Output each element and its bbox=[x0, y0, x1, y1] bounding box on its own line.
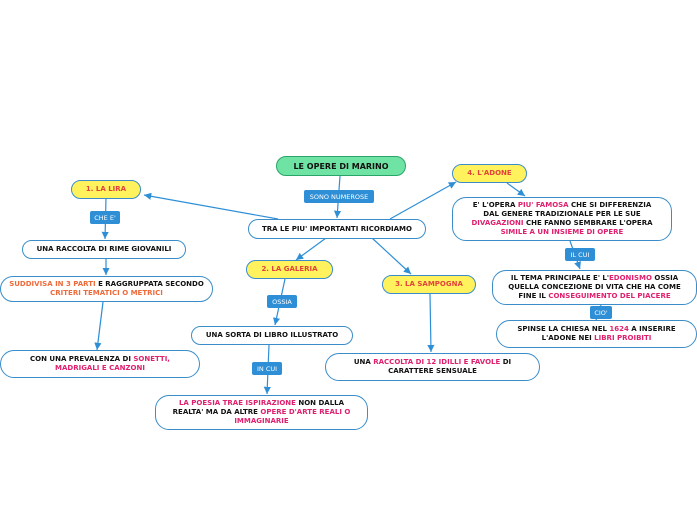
hub-node[interactable]: TRA LE PIU' IMPORTANTI RICORDIAMO bbox=[248, 219, 426, 239]
node-la-galeria[interactable]: 2. LA GALERIA bbox=[246, 260, 333, 279]
lira-prevalenza-text: CON UNA PREVALENZA DI SONETTI, MADRIGALI… bbox=[9, 355, 191, 373]
galeria-poesia-p3: OPERE D'ARTE REALI O IMMAGINARIE bbox=[234, 408, 351, 425]
lira-suddivisa-p2: E RAGGRUPPATA SECONDO bbox=[95, 280, 204, 288]
adone-opera-p6: SIMILE A UN INSIEME DI OPERE bbox=[500, 228, 624, 236]
sampogna-raccolta-p3: DI CARATTERE SENSUALE bbox=[388, 358, 512, 375]
sampogna-raccolta-text: UNA RACCOLTA DI 12 IDILLI E FAVOLE DI CA… bbox=[334, 358, 531, 376]
adone-title-text: 4. L'ADONE bbox=[467, 169, 512, 177]
galeria-title-text: 2. LA GALERIA bbox=[261, 265, 318, 273]
adone-chiesa-p2: 1624 bbox=[609, 325, 629, 333]
galeria-poesia-text: LA POESIA TRAE ISPIRAZIONE NON DALLA REA… bbox=[164, 399, 359, 426]
node-l-adone[interactable]: 4. L'ADONE bbox=[452, 164, 527, 183]
lira-prevalenza-p2: SONETTI, MADRIGALI E CANZONI bbox=[55, 355, 170, 372]
sampogna-title-text: 3. LA SAMPOGNA bbox=[395, 280, 463, 288]
link-hub-adone bbox=[389, 181, 457, 220]
adone-tema-p2: EDONISMO bbox=[609, 274, 652, 282]
adone-opera-text: E' L'OPERA PIU' FAMOSA CHE SI DIFFERENZI… bbox=[467, 201, 657, 237]
node-lira-raccolta[interactable]: UNA RACCOLTA DI RIME GIOVANILI bbox=[22, 240, 186, 259]
galeria-libro-text: UNA SORTA DI LIBRO ILLUSTRATO bbox=[205, 331, 339, 339]
node-galeria-poesia[interactable]: LA POESIA TRAE ISPIRAZIONE NON DALLA REA… bbox=[155, 395, 368, 430]
link-sampogna-raccolta bbox=[427, 293, 435, 353]
tag-che-e: CHE E' bbox=[90, 211, 120, 224]
tag-sono-numerose: SONO NUMEROSE bbox=[304, 190, 374, 203]
lira-suddivisa-p3: CRITERI TEMATICI O METRICI bbox=[50, 289, 163, 297]
node-adone-tema[interactable]: IL TEMA PRINCIPALE E' L'EDONISMO OSSIA Q… bbox=[492, 270, 697, 305]
node-la-lira[interactable]: 1. LA LIRA bbox=[71, 180, 141, 199]
node-galeria-libro[interactable]: UNA SORTA DI LIBRO ILLUSTRATO bbox=[191, 326, 353, 345]
sampogna-raccolta-p2: RACCOLTA DI 12 IDILLI E FAVOLE bbox=[373, 358, 501, 366]
tag-il-cui: IL CUI bbox=[565, 248, 595, 261]
lira-suddivisa-p1: SUDDIVISA IN 3 PARTI bbox=[9, 280, 96, 288]
tag-cio: CIO' bbox=[590, 306, 612, 319]
root-node-title[interactable]: LE OPERE DI MARINO bbox=[276, 156, 406, 176]
node-sampogna-raccolta[interactable]: UNA RACCOLTA DI 12 IDILLI E FAVOLE DI CA… bbox=[325, 353, 540, 381]
adone-chiesa-p1: SPINSE LA CHIESA NEL bbox=[517, 325, 610, 333]
root-title-text: LE OPERE DI MARINO bbox=[293, 161, 389, 171]
sampogna-raccolta-p1: UNA bbox=[353, 358, 374, 366]
node-lira-suddivisa[interactable]: SUDDIVISA IN 3 PARTI E RAGGRUPPATA SECON… bbox=[0, 276, 213, 302]
adone-tema-p1: IL TEMA PRINCIPALE E' L' bbox=[510, 274, 609, 282]
adone-opera-p2: PIU' FAMOSA bbox=[517, 201, 569, 209]
adone-chiesa-text: SPINSE LA CHIESA NEL 1624 A INSERIRE L'A… bbox=[507, 325, 686, 343]
lira-prevalenza-p1: CON UNA PREVALENZA DI bbox=[30, 355, 134, 363]
link-hub-sampogna bbox=[371, 237, 412, 275]
galeria-poesia-p2: NON DALLA REALTA' MA DA ALTRE bbox=[172, 399, 345, 416]
adone-tema-text: IL TEMA PRINCIPALE E' L'EDONISMO OSSIA Q… bbox=[503, 274, 686, 301]
link-hub-galeria bbox=[295, 237, 327, 261]
lira-title-text: 1. LA LIRA bbox=[85, 185, 127, 193]
link-suddivisa-prevalenza bbox=[94, 301, 104, 351]
tag-in-cui: IN CUI bbox=[252, 362, 282, 375]
hub-text: TRA LE PIU' IMPORTANTI RICORDIAMO bbox=[262, 224, 412, 233]
galeria-poesia-p1: LA POESIA TRAE ISPIRAZIONE bbox=[178, 399, 296, 407]
link-hub-lira bbox=[143, 192, 279, 220]
adone-chiesa-p4: LIBRI PROIBITI bbox=[594, 334, 652, 342]
link-adone-opera bbox=[506, 182, 526, 197]
node-lira-prevalenza[interactable]: CON UNA PREVALENZA DI SONETTI, MADRIGALI… bbox=[0, 350, 200, 378]
node-adone-chiesa[interactable]: SPINSE LA CHIESA NEL 1624 A INSERIRE L'A… bbox=[496, 320, 697, 348]
adone-opera-p4: DIVAGAZIONI bbox=[471, 219, 524, 227]
node-la-sampogna[interactable]: 3. LA SAMPOGNA bbox=[382, 275, 476, 294]
adone-chiesa-p3: A INSERIRE L'ADONE NEI bbox=[541, 325, 676, 342]
node-adone-opera[interactable]: E' L'OPERA PIU' FAMOSA CHE SI DIFFERENZI… bbox=[452, 197, 672, 241]
adone-tema-p4: CONSEGUIMENTO DEL PIACERE bbox=[548, 292, 671, 300]
lira-suddivisa-text: SUDDIVISA IN 3 PARTI E RAGGRUPPATA SECON… bbox=[9, 280, 204, 298]
adone-opera-p1: E' L'OPERA bbox=[472, 201, 518, 209]
adone-opera-p3: CHE SI DIFFERENZIA DAL GENERE TRADIZIONA… bbox=[483, 201, 652, 218]
adone-tema-p3: OSSIA QUELLA CONCEZIONE DI VITA CHE HA C… bbox=[508, 274, 681, 300]
adone-opera-p5: CHE FANNO SEMBRARE L'OPERA bbox=[523, 219, 653, 227]
tag-ossia: OSSIA bbox=[267, 295, 297, 308]
lira-raccolta-text: UNA RACCOLTA DI RIME GIOVANILI bbox=[36, 245, 172, 253]
